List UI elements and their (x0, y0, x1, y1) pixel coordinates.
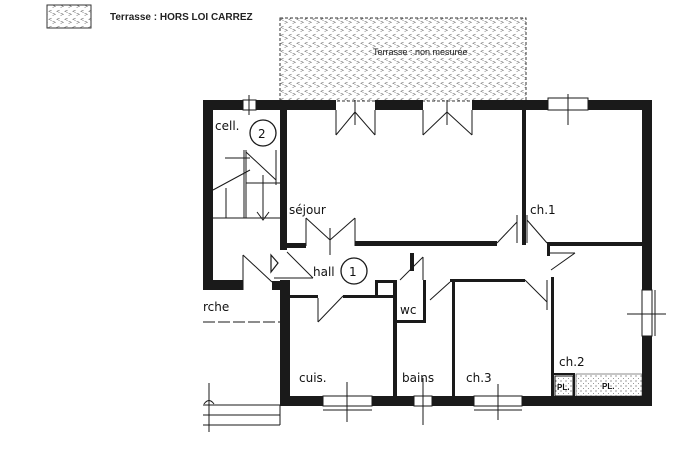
legend: Terrasse : HORS LOI CARREZ (46, 4, 253, 29)
room-label-hall: hall (313, 265, 335, 279)
windows (242, 94, 666, 425)
stairs (212, 150, 280, 221)
marker-2-label: 2 (258, 127, 266, 141)
porche-lines (203, 321, 281, 432)
room-label-cellier: cell. (215, 119, 239, 133)
room-label-ch3: ch.3 (466, 371, 492, 385)
placards: PL. PL. (554, 373, 643, 397)
placard-2-label: PL. (602, 382, 614, 391)
terrace: Terrasse : non mesurée (279, 17, 527, 102)
room-label-porche: rche (203, 300, 229, 314)
legend-swatch (46, 4, 92, 29)
marker-1: 1 (340, 257, 368, 285)
walls (203, 100, 652, 406)
terrace-label: Terrasse : non mesurée (373, 47, 468, 57)
doors (242, 100, 576, 323)
room-label-wc: wc (400, 303, 416, 317)
terrace-area (279, 17, 527, 102)
room-labels: cell. séjour hall ch.1 rche wc cuis. bai… (203, 119, 585, 385)
legend-label: Terrasse : HORS LOI CARREZ (110, 12, 253, 23)
room-label-sejour: séjour (289, 203, 326, 217)
marker-1-label: 1 (349, 265, 357, 279)
placard-2 (575, 373, 643, 397)
placard-1 (554, 375, 574, 397)
room-label-ch2: ch.2 (559, 355, 585, 369)
room-label-cuisine: cuis. (299, 371, 327, 385)
room-label-bains: bains (402, 371, 434, 385)
placard-1-label: PL. (557, 383, 569, 392)
room-label-ch1: ch.1 (530, 203, 556, 217)
marker-2: 2 (249, 119, 277, 147)
